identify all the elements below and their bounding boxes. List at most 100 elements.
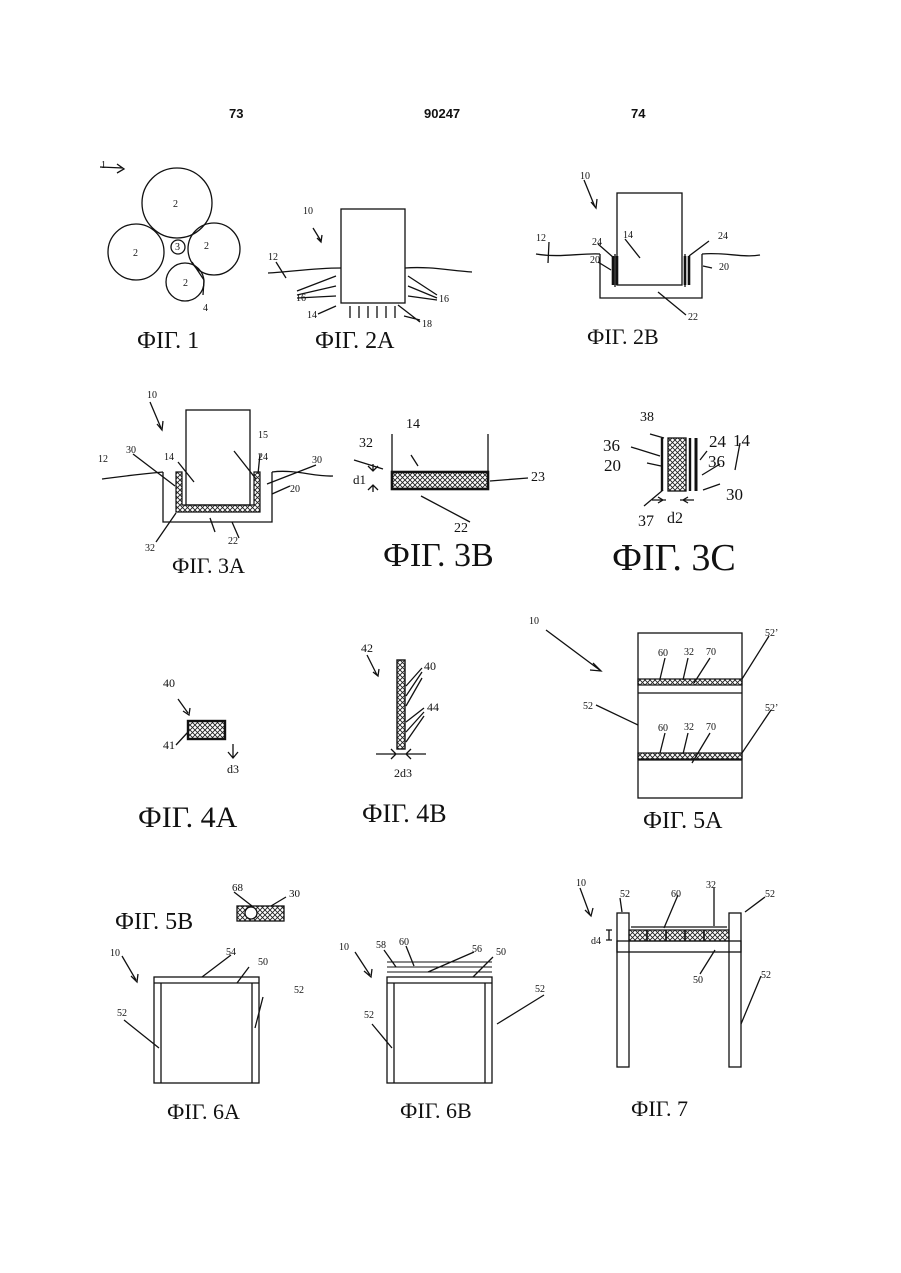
fig1-drawing <box>100 164 240 301</box>
ref-label: 10 <box>147 390 157 401</box>
ref-label: 12 <box>98 454 108 465</box>
caption-fig-3c: ФІГ. 3С <box>612 536 736 580</box>
ref-label: 16 <box>296 293 306 304</box>
caption-fig-4b: ФІГ. 4В <box>362 799 447 829</box>
fig5b-drawing <box>234 892 286 921</box>
fig6b-drawing <box>355 946 544 1083</box>
ref-label: 30 <box>289 888 301 900</box>
ref-label: 12 <box>268 252 278 263</box>
ref-label: 2d3 <box>394 766 412 780</box>
ref-label: 15 <box>258 430 268 441</box>
ref-label: 32 <box>706 880 716 891</box>
ref-label: d3 <box>227 762 239 776</box>
ref-label: 54 <box>226 947 236 958</box>
ref-label: 10 <box>339 942 349 953</box>
caption-fig-6a: ФІГ. 6А <box>167 1099 240 1125</box>
ref-label: 52 <box>765 889 775 900</box>
fig4a-drawing <box>176 699 238 758</box>
ref-label: 58 <box>376 940 386 951</box>
ref-label: 52 <box>294 985 304 996</box>
ref-label: 32 <box>145 543 155 554</box>
ref-label: d2 <box>667 510 683 527</box>
ref-label: 52’ <box>765 628 778 639</box>
fig6a-drawing <box>122 955 263 1083</box>
ref-label: 14 <box>733 431 751 450</box>
fig2b-drawing <box>536 180 760 315</box>
ref-label: 10 <box>110 948 120 959</box>
ref-label: 52 <box>620 889 630 900</box>
caption-fig-3a: ФІГ. 3А <box>172 553 245 579</box>
ref-label: 70 <box>706 647 716 658</box>
ref-label: 12 <box>536 233 546 244</box>
caption-fig-2a: ФІГ. 2А <box>315 328 394 355</box>
ref-label: d1 <box>353 472 366 487</box>
reference-numerals: 1 2 2 2 3 2 4 10 12 16 16 14 18 10 12 24… <box>98 160 778 1021</box>
ref-label: 70 <box>706 722 716 733</box>
ref-label: 20 <box>590 255 600 266</box>
ref-label: 52 <box>535 984 545 995</box>
caption-fig-1: ФІГ. 1 <box>137 328 199 355</box>
ref-label: 2 <box>133 248 138 259</box>
fig7-drawing <box>580 888 765 1067</box>
ref-label: 52 <box>761 970 771 981</box>
ref-label: 60 <box>671 889 681 900</box>
ref-label: 4 <box>203 303 208 314</box>
ref-label: 40 <box>424 659 436 673</box>
ref-label: 10 <box>576 878 586 889</box>
ref-label: 2 <box>173 199 178 210</box>
ref-label: 52 <box>364 1010 374 1021</box>
caption-fig-5b: ФІГ. 5В <box>115 909 193 936</box>
caption-fig-4a: ФІГ. 4А <box>138 801 237 835</box>
ref-label: 1 <box>101 160 106 171</box>
ref-label: 50 <box>693 975 703 986</box>
ref-label: 30 <box>312 455 322 466</box>
ref-label: 38 <box>640 410 654 425</box>
ref-label: 30 <box>726 485 743 504</box>
ref-label: 20 <box>719 262 729 273</box>
caption-fig-7: ФІГ. 7 <box>631 1096 688 1122</box>
ref-label: 50 <box>258 957 268 968</box>
ref-label: 10 <box>303 206 313 217</box>
ref-label: 10 <box>529 616 539 627</box>
ref-label: 24 <box>718 231 728 242</box>
ref-label: 2 <box>204 241 209 252</box>
ref-label: 18 <box>422 319 432 330</box>
ref-label: 2 <box>183 278 188 289</box>
ref-label: 52’ <box>765 703 778 714</box>
ref-label: 32 <box>684 647 694 658</box>
ref-label: 22 <box>688 312 698 323</box>
ref-label: 60 <box>658 723 668 734</box>
ref-label: 24 <box>592 237 602 248</box>
ref-label: 14 <box>623 230 633 241</box>
ref-label: 22 <box>228 536 238 547</box>
fig4b-drawing <box>367 655 426 759</box>
ref-label: 50 <box>496 947 506 958</box>
ref-label: 42 <box>361 641 373 655</box>
caption-fig-2b: ФІГ. 2В <box>587 324 659 350</box>
ref-label: 20 <box>604 456 621 475</box>
caption-fig-6b: ФІГ. 6В <box>400 1098 472 1124</box>
ref-label: 41 <box>163 738 175 752</box>
ref-label: 37 <box>638 513 654 530</box>
ref-label: 68 <box>232 882 244 894</box>
ref-label: 16 <box>439 294 449 305</box>
ref-label: 60 <box>399 937 409 948</box>
fig3b-drawing <box>354 434 528 522</box>
ref-label: 22 <box>454 521 468 536</box>
ref-label: 14 <box>406 417 420 432</box>
ref-label: 36 <box>708 452 725 471</box>
ref-label: 24 <box>258 452 268 463</box>
fig3a-drawing <box>102 402 333 542</box>
ref-label: 44 <box>427 700 439 714</box>
ref-label: 10 <box>580 171 590 182</box>
ref-label: 52 <box>583 701 593 712</box>
ref-label: 32 <box>359 436 373 451</box>
ref-label: 32 <box>684 722 694 733</box>
ref-label: 23 <box>531 470 545 485</box>
caption-fig-3b: ФІГ. 3В <box>383 537 494 575</box>
caption-fig-5a: ФІГ. 5А <box>643 808 722 835</box>
ref-label: 60 <box>658 648 668 659</box>
ref-label: 20 <box>290 484 300 495</box>
ref-label: 56 <box>472 944 482 955</box>
